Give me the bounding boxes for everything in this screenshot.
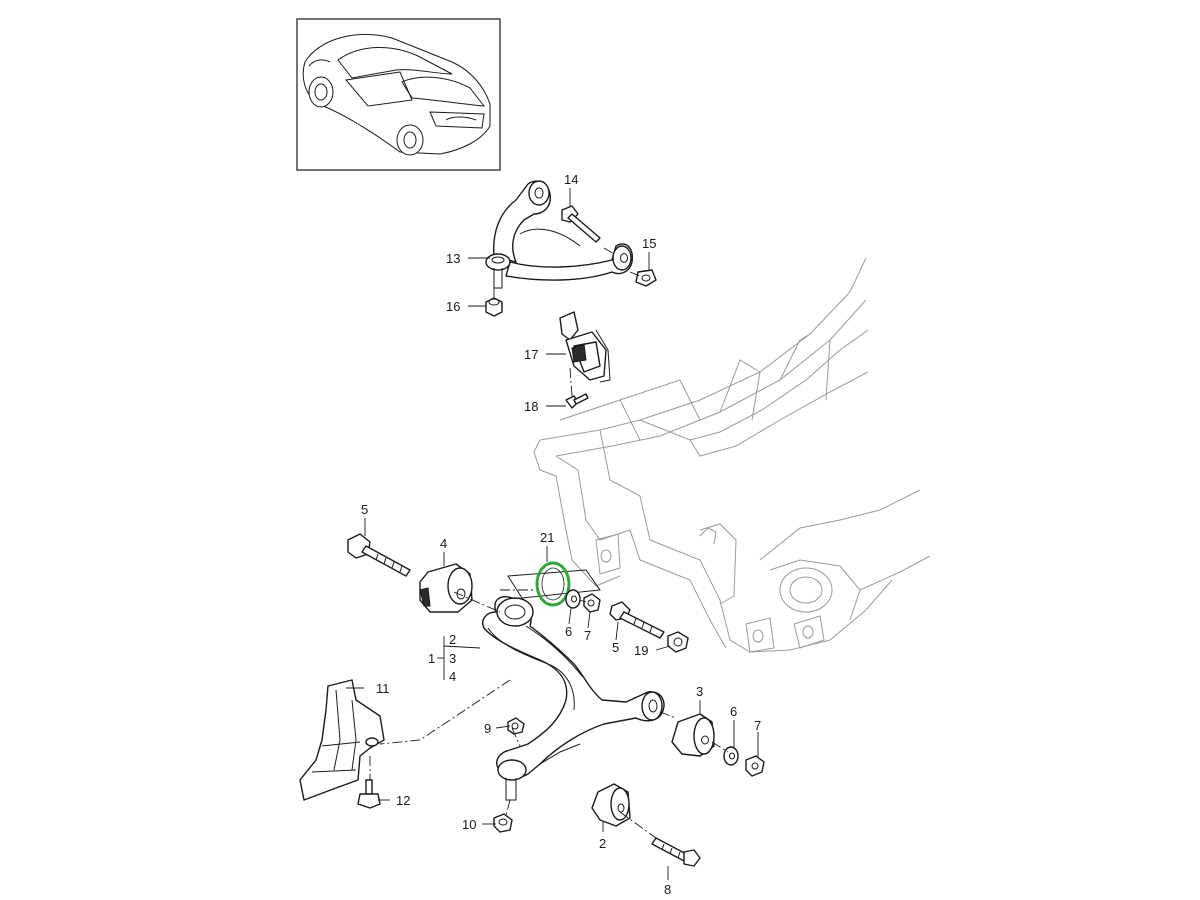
callout-15: 15 bbox=[642, 236, 656, 251]
upper-control-arm bbox=[485, 180, 633, 289]
bushing-4 bbox=[419, 563, 473, 613]
callout-2: 2 bbox=[599, 836, 606, 851]
callout-18: 18 bbox=[524, 399, 538, 414]
nut-7-lower bbox=[745, 755, 765, 777]
leader-lines bbox=[346, 188, 759, 880]
callout-17: 17 bbox=[524, 347, 538, 362]
bolt-5-right bbox=[609, 601, 665, 639]
callout-6-lower: 6 bbox=[730, 704, 737, 719]
washer-6-upper bbox=[565, 589, 581, 609]
callout-6-upper: 6 bbox=[565, 624, 572, 639]
callout-8: 8 bbox=[664, 882, 671, 897]
bolt-18 bbox=[565, 393, 589, 409]
callout-21: 21 bbox=[540, 530, 554, 545]
nut-9 bbox=[507, 717, 525, 735]
callout-14: 14 bbox=[564, 172, 578, 187]
callout-1: 1 bbox=[428, 651, 435, 666]
bushing-2 bbox=[591, 783, 631, 827]
callout-5-left: 5 bbox=[361, 502, 368, 517]
callout-7-upper: 7 bbox=[584, 628, 591, 643]
bracket-11 bbox=[299, 679, 385, 801]
callout-13: 13 bbox=[446, 251, 460, 266]
bolt-12 bbox=[357, 779, 381, 809]
callout-11: 11 bbox=[376, 681, 390, 696]
nut-15 bbox=[635, 269, 657, 287]
callout-7-lower: 7 bbox=[754, 718, 761, 733]
lower-control-arm bbox=[482, 596, 665, 801]
callout-5-right: 5 bbox=[612, 640, 619, 655]
bolt-14 bbox=[561, 205, 601, 243]
vehicle-thumbnail bbox=[296, 18, 501, 171]
nut-7-upper bbox=[583, 593, 601, 613]
callout-labels: 14 15 13 16 17 18 5 4 21 6 7 5 19 2 1 3 … bbox=[361, 172, 761, 897]
callout-3: 3 bbox=[696, 684, 703, 699]
callout-9: 9 bbox=[484, 721, 491, 736]
bolt-8 bbox=[651, 837, 701, 867]
sensor-bracket-17 bbox=[559, 311, 611, 383]
nut-16 bbox=[485, 297, 503, 317]
callout-2-group: 2 bbox=[449, 632, 456, 647]
ring-21-highlighted bbox=[507, 561, 601, 607]
bushing-3 bbox=[671, 713, 715, 757]
callout-4-group: 4 bbox=[449, 669, 456, 684]
callout-3-group: 3 bbox=[449, 651, 456, 666]
assembly-lines bbox=[369, 247, 729, 839]
callout-10: 10 bbox=[462, 817, 476, 832]
callout-12: 12 bbox=[396, 793, 410, 808]
nut-10 bbox=[493, 813, 513, 833]
bolt-5-left bbox=[347, 533, 411, 577]
callout-19: 19 bbox=[634, 643, 648, 658]
nut-19 bbox=[667, 631, 689, 653]
washer-6-lower bbox=[723, 746, 739, 766]
subframe-outline bbox=[533, 257, 931, 653]
callout-16: 16 bbox=[446, 299, 460, 314]
callout-4-upper: 4 bbox=[440, 536, 447, 551]
